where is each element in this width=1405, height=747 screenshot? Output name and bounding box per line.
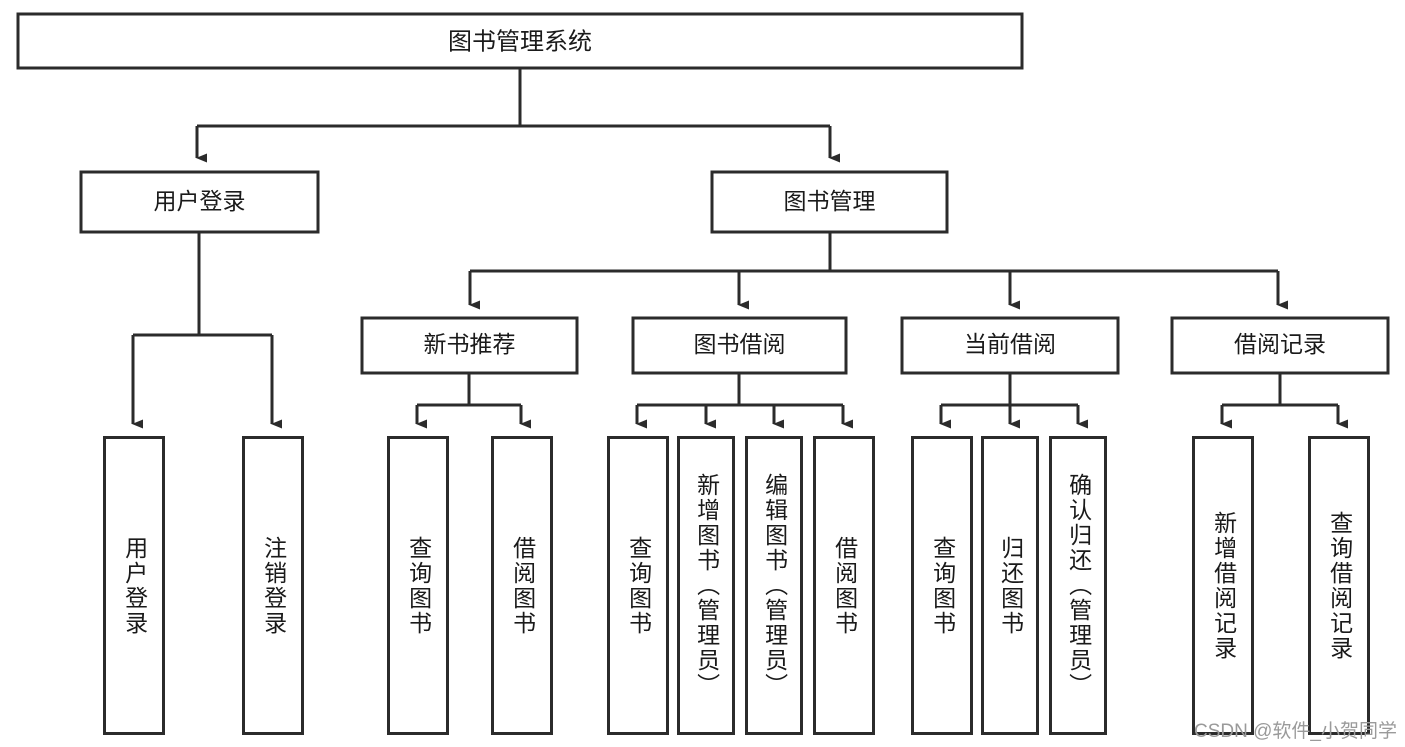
leaf-label-nbr-query-book: 查询图书 [405,535,432,636]
node-label-borrow-record: 借阅记录 [1234,331,1326,357]
leaf-label-nbr-borrow-book: 借阅图书 [509,535,536,636]
node-box-new-book-recommend [360,316,579,375]
leaf-node-nbr-borrow-book[interactable]: 借阅图书 [491,436,553,735]
leaf-node-cb-confirm-return[interactable]: 确认归还（管理员） [1049,436,1107,735]
leaf-label-br-add-record: 新增借阅记录 [1210,510,1237,661]
leaf-label-logout: 注销登录 [260,535,287,636]
leaf-label-bb-edit-book: 编辑图书（管理员） [761,473,788,698]
leaf-label-cb-return-book: 归还图书 [997,535,1024,636]
node-box-user-login [79,170,320,234]
node-box-borrow-record [1170,316,1390,375]
node-label-user-login: 用户登录 [154,188,246,214]
node-box-current-borrow [900,316,1120,375]
leaf-node-cb-return-book[interactable]: 归还图书 [981,436,1039,735]
node-label-new-book-recommend: 新书推荐 [424,331,516,357]
leaf-node-bb-edit-book[interactable]: 编辑图书（管理员） [745,436,803,735]
node-label-book-borrow: 图书借阅 [694,331,786,357]
leaf-node-br-query-record[interactable]: 查询借阅记录 [1308,436,1370,735]
leaf-node-bb-query-book[interactable]: 查询图书 [607,436,669,735]
leaf-node-nbr-query-book[interactable]: 查询图书 [387,436,449,735]
leaf-label-cb-query-book: 查询图书 [929,535,956,636]
node-book-management-system[interactable]: 图书管理系统 [16,12,1024,70]
leaf-node-logout[interactable]: 注销登录 [242,436,304,735]
node-new-book-recommend[interactable]: 新书推荐 [360,316,579,375]
leaf-label-user-login: 用户登录 [121,535,148,636]
leaf-label-bb-add-book: 新增图书（管理员） [693,473,720,698]
leaf-node-user-login[interactable]: 用户登录 [103,436,165,735]
node-box-book-borrow [631,316,848,375]
leaf-node-br-add-record[interactable]: 新增借阅记录 [1192,436,1254,735]
leaf-label-bb-borrow-book: 借阅图书 [831,535,858,636]
node-box-root [16,12,1024,70]
node-borrow-record[interactable]: 借阅记录 [1170,316,1390,375]
leaf-node-cb-query-book[interactable]: 查询图书 [911,436,973,735]
node-user-login[interactable]: 用户登录 [79,170,320,234]
node-current-borrow[interactable]: 当前借阅 [900,316,1120,375]
node-label-current-borrow: 当前借阅 [964,331,1056,357]
node-label-book-management: 图书管理 [784,188,876,214]
leaf-label-bb-query-book: 查询图书 [625,535,652,636]
leaf-node-bb-borrow-book[interactable]: 借阅图书 [813,436,875,735]
leaf-label-br-query-record: 查询借阅记录 [1326,510,1353,661]
node-book-borrow[interactable]: 图书借阅 [631,316,848,375]
leaf-node-bb-add-book[interactable]: 新增图书（管理员） [677,436,735,735]
leaf-label-cb-confirm-return: 确认归还（管理员） [1065,473,1092,698]
node-book-management[interactable]: 图书管理 [710,170,949,234]
node-label-root: 图书管理系统 [448,28,592,55]
